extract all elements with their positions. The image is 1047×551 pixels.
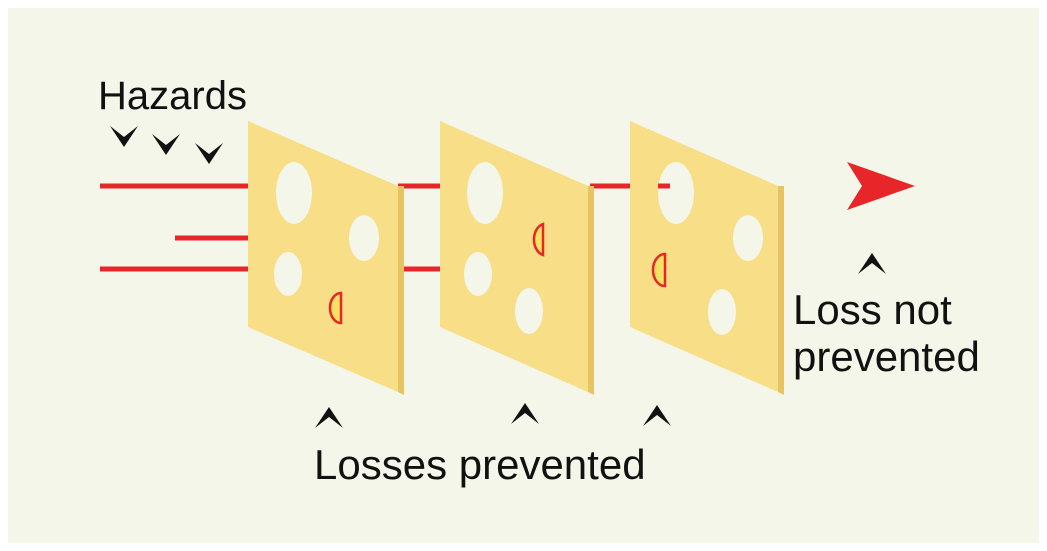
slice-hole	[515, 288, 543, 334]
slice-hole	[464, 252, 492, 296]
slice-hole	[274, 252, 302, 296]
blocked-hole-marker	[651, 252, 667, 288]
cheese-slice-3	[630, 121, 784, 395]
loss-not-prevented-chevron-icon	[858, 253, 886, 274]
blocked-hole-marker	[532, 222, 545, 257]
prevention-chevron-icon-2	[511, 403, 539, 424]
loss-not-prevented-label: Loss not prevented	[793, 286, 980, 380]
slice-hole	[349, 215, 379, 261]
slice-hole	[708, 289, 736, 335]
loss-not-prevented-line-1: Loss not	[793, 286, 952, 333]
slice-hole	[658, 162, 694, 224]
hazard-chevron-icon-1	[110, 126, 138, 147]
arrowhead-right-icon	[847, 162, 915, 210]
hazard-chevron-icon-2	[152, 134, 180, 155]
blocked-hole-marker	[328, 291, 343, 325]
slice-hole	[467, 162, 503, 224]
prevention-chevron-icon-1	[315, 407, 343, 428]
cheese-slice-1	[248, 121, 404, 395]
loss-not-prevented-line-2: prevented	[793, 333, 980, 381]
hazard-chevron-icon-3	[195, 143, 223, 164]
losses-prevented-label: Losses prevented	[314, 441, 646, 488]
slice-hole	[276, 162, 312, 224]
cheese-slice-2	[440, 121, 594, 395]
hazards-label: Hazards	[98, 74, 247, 118]
prevention-chevron-icon-3	[643, 405, 671, 426]
slice-hole	[733, 215, 763, 261]
